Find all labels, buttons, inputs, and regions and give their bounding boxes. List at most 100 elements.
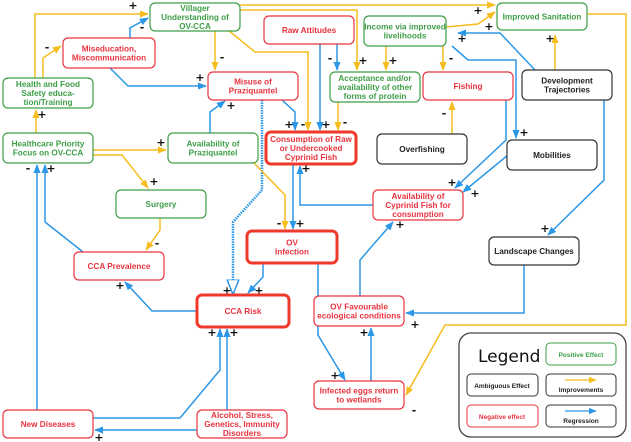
edge-sign: + <box>540 222 549 235</box>
edge-income-to-fishing: - <box>439 46 453 71</box>
edge-income-to-sanitation: + <box>445 11 496 33</box>
node-label: CCA Risk <box>224 307 261 316</box>
edge-sign: + <box>207 326 216 339</box>
legend-improvements-label: Improvements <box>559 387 604 394</box>
edge-sign: + <box>149 175 158 188</box>
node-box <box>195 293 291 329</box>
node-newdiseases: New Diseases <box>2 409 94 439</box>
edge-ccarisk-to-ccaprev: + <box>115 279 197 312</box>
legend-ambiguous: Ambiguous Effect <box>466 373 539 397</box>
edge-misuse-to-consumption: + <box>281 99 299 131</box>
node-sanitation: Improved Sanitation <box>496 2 588 31</box>
node-box <box>363 15 447 47</box>
edge-line <box>93 154 149 189</box>
edge-sign: + <box>195 71 204 84</box>
edge-line <box>34 10 149 78</box>
edge-line <box>129 17 149 38</box>
edge-sign: + <box>301 162 310 175</box>
edge-availpraz-to-misuse: + <box>209 99 236 133</box>
edge-sign: + <box>226 99 235 112</box>
edge-sanitation-to-eggs: - <box>405 13 627 417</box>
edge-sign: - <box>220 51 225 64</box>
edge-newdiseases-to-healthcare: - <box>26 162 41 410</box>
edge-villager-to-sanitation: + <box>240 1 496 17</box>
edge-acceptance-to-consumption: - <box>334 102 347 131</box>
legend-positive-label: Positive Effect <box>559 352 605 359</box>
edge-sign: + <box>156 136 165 149</box>
edge-line <box>451 45 520 139</box>
edge-sign: + <box>295 217 304 230</box>
edge-sign: - <box>277 217 282 230</box>
node-box <box>196 409 288 439</box>
edge-ovinfection-to-eggs: + <box>317 263 346 382</box>
node-landscape: Landscape Changes <box>488 236 580 266</box>
edge-line <box>209 100 226 133</box>
node-box <box>372 189 464 221</box>
edge-line <box>405 265 525 317</box>
edge-sign: + <box>484 20 493 33</box>
edge-sign: + <box>229 326 238 339</box>
edge-line <box>93 328 224 419</box>
edge-surgery-to-ccaprev: - <box>145 218 161 251</box>
edge-overfishing-to-fishing: - <box>442 101 456 134</box>
edge-landscape-to-ovfav: + <box>405 265 525 331</box>
edge-line <box>462 154 509 193</box>
edge-sign: - <box>301 118 306 131</box>
edge-villager-to-consumption: - <box>227 29 312 131</box>
edge-availfish-to-consumption: + <box>296 162 373 206</box>
edge-line <box>317 263 346 381</box>
edge-line <box>454 100 507 189</box>
edge-sign: + <box>359 326 368 339</box>
edge-mobilities-to-availfish: + <box>462 154 509 200</box>
node-box <box>263 15 355 45</box>
node-box <box>2 77 94 109</box>
edge-sign: + <box>545 32 554 45</box>
legend-regression: Regression <box>545 404 617 428</box>
node-label: Miseducation,Miscommunication <box>72 45 146 63</box>
node-mobilities: Mobilities <box>506 139 598 171</box>
edge-sign: + <box>358 54 367 67</box>
edge-income-to-mobilities: + <box>451 45 529 139</box>
edge-miseducation-to-villager: - <box>129 17 149 38</box>
node-box <box>62 37 156 69</box>
node-label: Fishing <box>453 82 482 91</box>
node-label: Mobilities <box>533 151 571 160</box>
edge-line <box>281 99 299 131</box>
node-label: Overfishing <box>399 145 445 154</box>
edge-line <box>42 45 62 78</box>
edge-fishing-to-availfish: + <box>447 100 507 189</box>
legend-positive: Positive Effect <box>545 342 617 366</box>
edge-misuse-to-ccarisk: + <box>222 100 264 297</box>
edge-sign: + <box>222 284 231 297</box>
edge-villager-to-acceptance: + <box>240 9 368 71</box>
legend-ambiguous-label: Ambiguous Effect <box>474 383 530 390</box>
edge-line <box>296 165 373 206</box>
legend-title: Legend <box>478 347 540 367</box>
edge-sign: + <box>330 369 339 382</box>
edge-raw-to-consumption: + <box>316 44 331 131</box>
edge-healthfood-to-miseducation: - <box>42 41 62 78</box>
node-box <box>521 69 613 101</box>
edge-income-to-acceptance: + <box>382 46 398 71</box>
edge-villager-to-misuse: - <box>211 30 225 71</box>
edge-development-to-income: + <box>457 29 536 71</box>
edge-ccaprev-to-healthcare: + <box>41 162 84 253</box>
edge-eggs-to-ovfav: + <box>359 326 375 381</box>
